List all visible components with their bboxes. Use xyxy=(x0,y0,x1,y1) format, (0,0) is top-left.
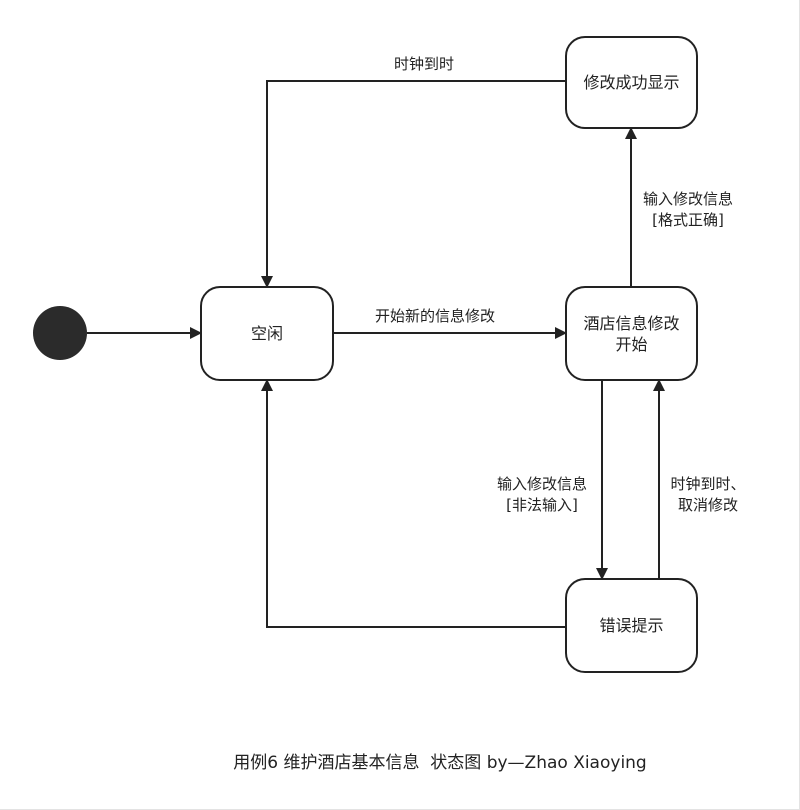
diagram-caption: 用例6 维护酒店基本信息 状态图 by—Zhao Xiaoying xyxy=(233,753,647,773)
state-edit-start-label-line-2: 开始 xyxy=(615,334,648,354)
state-idle-label: 空闲 xyxy=(250,324,283,343)
state-error: 错误提示 xyxy=(565,578,698,673)
label-idle-to-edit: 开始新的信息修改 xyxy=(374,307,495,325)
label-error-to-edit-line-2: 取消修改 xyxy=(677,496,738,514)
state-edit-start: 酒店信息修改 开始 xyxy=(565,286,698,381)
label-edit-to-error: 输入修改信息 [非法输入] xyxy=(486,474,598,516)
label-error-to-edit-line-1: 时钟到时、 xyxy=(670,475,746,493)
label-success-to-idle: 时钟到时 xyxy=(393,55,454,73)
state-success-label: 修改成功显示 xyxy=(583,73,680,92)
label-edit-to-success-line-2: [格式正确] xyxy=(652,211,724,229)
transition-error-to-idle xyxy=(261,379,565,628)
initial-state-node xyxy=(33,306,87,360)
label-error-to-edit: 时钟到时、 取消修改 xyxy=(666,474,750,516)
state-error-label: 错误提示 xyxy=(599,616,664,635)
label-edit-to-success-line-1: 输入修改信息 xyxy=(642,190,733,208)
state-idle: 空闲 xyxy=(200,286,334,381)
transition-success-to-idle xyxy=(261,80,565,288)
state-success: 修改成功显示 xyxy=(565,36,698,129)
label-edit-to-success: 输入修改信息 [格式正确] xyxy=(634,189,742,231)
label-edit-to-error-line-2: [非法输入] xyxy=(506,496,578,514)
state-edit-start-label-line-1: 酒店信息修改 xyxy=(583,313,680,333)
label-edit-to-error-line-1: 输入修改信息 xyxy=(496,475,587,493)
